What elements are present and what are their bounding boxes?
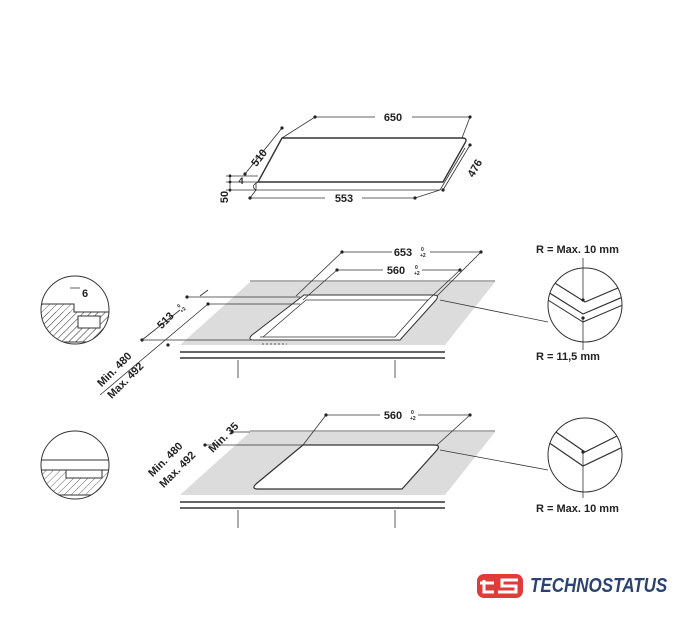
radius-bottom-label: R = 11,5 mm: [536, 351, 600, 363]
radius-top-label: R = Max. 10 mm: [536, 244, 619, 256]
flush-mount-drawing: 653 0 +2 560 0 +2 513 0 +2 Min. 480 Max.…: [40, 244, 623, 401]
step-depth-label: 6: [82, 288, 88, 300]
tolerance-upper: 0: [421, 247, 424, 253]
inner-width-label: 560: [387, 265, 405, 277]
technostatus-logo: TECHNOSTATUS: [476, 573, 679, 599]
tolerance-lower: +2: [410, 416, 416, 422]
hob-width-label: 650: [384, 112, 402, 124]
hob-bottom-width-label: 553: [335, 193, 353, 205]
tolerance-lower: +2: [179, 306, 187, 314]
std-inner-width-label: 560: [384, 410, 402, 422]
ts-logo-mark-icon: [477, 574, 523, 598]
logo-text: TECHNOSTATUS: [530, 574, 668, 597]
hob-height-label: 50: [219, 191, 231, 203]
cut-depth-label: 513: [155, 310, 176, 331]
tolerance-lower: +2: [414, 271, 420, 277]
hob-glass-label: 4: [238, 176, 243, 186]
standard-mount-drawing: 560 0 +2 Min. 35 Min. 480 Max. 492 R = M…: [40, 410, 623, 528]
tolerance-upper: 0: [411, 410, 414, 416]
std-radius-label: R = Max. 10 mm: [536, 503, 619, 515]
tolerance-lower: +2: [420, 253, 426, 259]
tolerance-upper: 0: [415, 265, 418, 271]
hob-drawing: 650 510 476 553 50 4: [219, 112, 485, 205]
tolerance-upper: 0: [176, 303, 182, 309]
hob-bottom-depth-label: 476: [466, 158, 486, 180]
cut-width-label: 653: [394, 247, 412, 259]
